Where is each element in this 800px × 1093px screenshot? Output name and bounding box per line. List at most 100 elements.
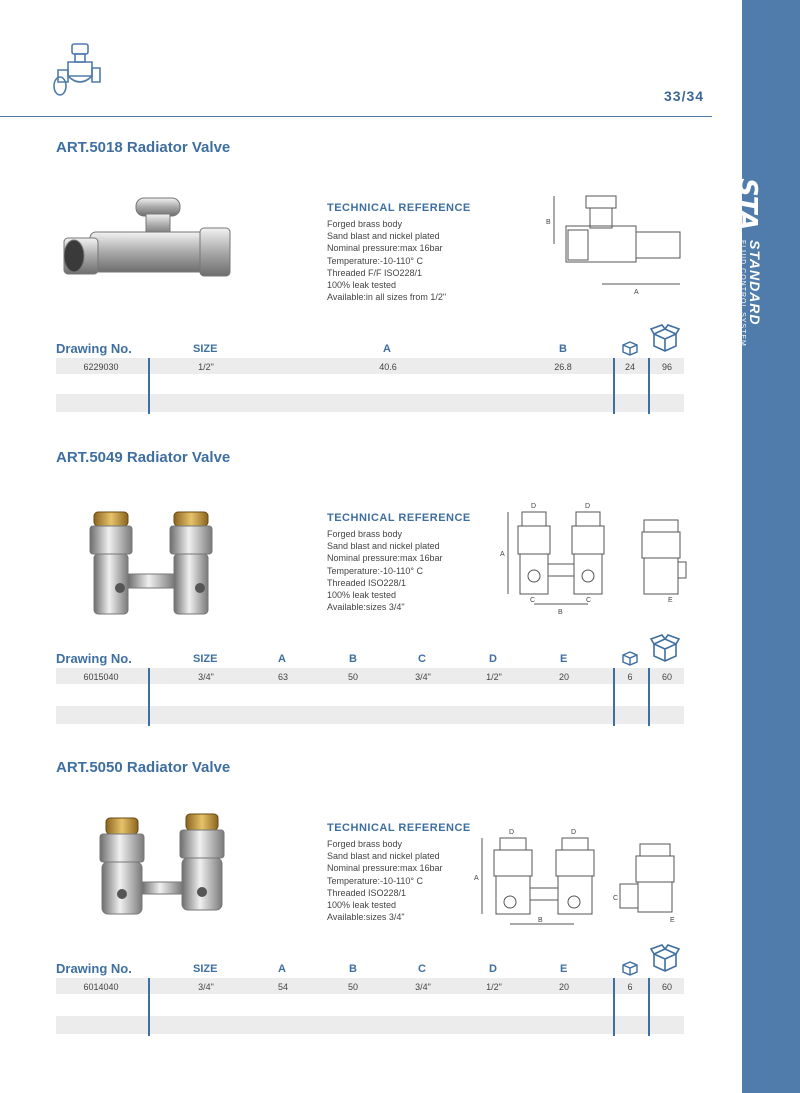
cell-b: 50 xyxy=(347,982,358,992)
table-row-empty xyxy=(56,394,684,412)
brand-logo: STA xyxy=(732,178,762,230)
tech-line: Sand blast and nickel plated xyxy=(327,231,440,242)
cell-c: 3/4" xyxy=(415,672,431,682)
header-divider xyxy=(0,116,712,117)
tech-title: TECHNICAL REFERENCE xyxy=(327,822,471,834)
column-divider xyxy=(613,358,615,414)
drawing-label-c: C xyxy=(613,895,618,902)
header-drawing-no: Drawing No. xyxy=(56,961,132,976)
header-e: E xyxy=(560,963,568,975)
product-photo xyxy=(63,197,231,277)
tech-line: Forged brass body xyxy=(327,219,403,229)
brand-name: STANDARD xyxy=(747,240,763,326)
carton-icon xyxy=(650,324,680,352)
drawing-label-c: C xyxy=(586,597,591,604)
cell-drawing-no: 6014040 xyxy=(83,982,119,992)
technical-reference: TECHNICAL REFERENCE Forged brass body Sa… xyxy=(327,822,471,923)
tech-line: Available:in all sizes from 1/2" xyxy=(327,292,447,303)
header-drawing-no: Drawing No. xyxy=(56,341,132,356)
header-size: SIZE xyxy=(193,653,218,665)
header-b: B xyxy=(349,963,357,975)
technical-drawing: D D A B C E xyxy=(474,829,675,925)
header-size: SIZE xyxy=(193,963,218,975)
tech-line: Threaded ISO228/1 xyxy=(327,887,407,898)
valve-icon xyxy=(53,43,101,96)
cell-size: 3/4" xyxy=(198,982,214,992)
brand-tagline: FLUID CONTROL SYSTEM xyxy=(739,240,746,347)
table-row-empty xyxy=(56,706,684,724)
column-divider xyxy=(648,668,650,726)
tech-line: Temperature:-10-110° C xyxy=(327,565,423,576)
drawing-label-d: D xyxy=(585,503,590,510)
drawing-label-b: B xyxy=(538,917,543,924)
drawing-label-a: A xyxy=(500,551,505,558)
cell-a: 63 xyxy=(277,672,288,682)
cell-c: 3/4" xyxy=(415,982,431,992)
cell-b: 26.8 xyxy=(554,362,572,372)
header-drawing-no: Drawing No. xyxy=(56,651,132,666)
column-divider xyxy=(648,978,650,1036)
drawing-label-e: E xyxy=(668,597,673,604)
tech-line: 100% leak tested xyxy=(327,280,397,291)
section-title: ART.5018 Radiator Valve xyxy=(56,139,231,156)
header-c: C xyxy=(418,653,426,665)
cell-d: 1/2" xyxy=(486,672,502,682)
tech-line: Sand blast and nickel plated xyxy=(327,851,440,862)
product-photo xyxy=(89,511,213,615)
drawing-label-d: D xyxy=(571,829,576,836)
drawing-label-e: E xyxy=(670,917,675,924)
cell-d: 1/2" xyxy=(486,982,502,992)
drawing-label-c: C xyxy=(530,597,535,604)
header-e: E xyxy=(560,653,568,665)
cell-box-qty: 6 xyxy=(627,672,633,682)
brand-block: STA STANDARD FLUID CONTROL SYSTEM xyxy=(722,178,763,378)
cell-e: 20 xyxy=(558,982,569,992)
header-size: SIZE xyxy=(193,343,218,355)
page-number: 33/34 xyxy=(664,88,705,104)
column-divider xyxy=(648,358,650,414)
tech-line: Temperature:-10-110° C xyxy=(327,255,423,266)
cell-drawing-no: 6229030 xyxy=(83,362,119,372)
table-row xyxy=(56,668,684,684)
drawing-label-d: D xyxy=(531,503,536,510)
drawing-label-b: B xyxy=(558,609,563,616)
cell-b: 50 xyxy=(347,672,358,682)
technical-drawing: D D A C C B E xyxy=(500,503,687,616)
cell-a: 54 xyxy=(277,982,288,992)
drawing-label-d: D xyxy=(509,829,514,836)
column-divider xyxy=(148,978,150,1036)
cell-carton-qty: 60 xyxy=(661,982,672,992)
tech-title: TECHNICAL REFERENCE xyxy=(327,202,471,214)
technical-reference: TECHNICAL REFERENCE Forged brass body Sa… xyxy=(327,202,471,303)
section-title: ART.5049 Radiator Valve xyxy=(56,449,231,466)
header-b: B xyxy=(349,653,357,665)
carton-icon xyxy=(650,634,680,662)
section-title: ART.5050 Radiator Valve xyxy=(56,759,231,776)
tech-line: 100% leak tested xyxy=(327,900,397,911)
header-c: C xyxy=(418,963,426,975)
tech-line: Threaded F/F ISO228/1 xyxy=(327,267,423,278)
tech-title: TECHNICAL REFERENCE xyxy=(327,512,471,524)
tech-line: Nominal pressure:max 16bar xyxy=(327,553,443,564)
cell-box-qty: 24 xyxy=(624,362,635,372)
box-icon xyxy=(622,961,638,976)
table-row xyxy=(56,978,684,994)
table-row xyxy=(56,358,684,374)
header-a: A xyxy=(383,343,391,355)
brand-sidebar xyxy=(742,0,800,1093)
drawing-label-a: A xyxy=(634,289,639,296)
column-divider xyxy=(148,668,150,726)
cell-drawing-no: 6015040 xyxy=(83,672,119,682)
cell-carton-qty: 60 xyxy=(661,672,672,682)
tech-line: Nominal pressure:max 16bar xyxy=(327,863,443,874)
column-divider xyxy=(613,978,615,1036)
column-divider xyxy=(613,668,615,726)
carton-icon xyxy=(650,944,680,972)
tech-line: Temperature:-10-110° C xyxy=(327,875,423,886)
cell-size: 3/4" xyxy=(198,672,214,682)
product-photo xyxy=(99,813,225,915)
cell-a: 40.6 xyxy=(379,362,397,372)
header-a: A xyxy=(278,963,286,975)
tech-line: Available:sizes 3/4" xyxy=(327,912,405,923)
technical-drawing: B A xyxy=(546,195,681,296)
